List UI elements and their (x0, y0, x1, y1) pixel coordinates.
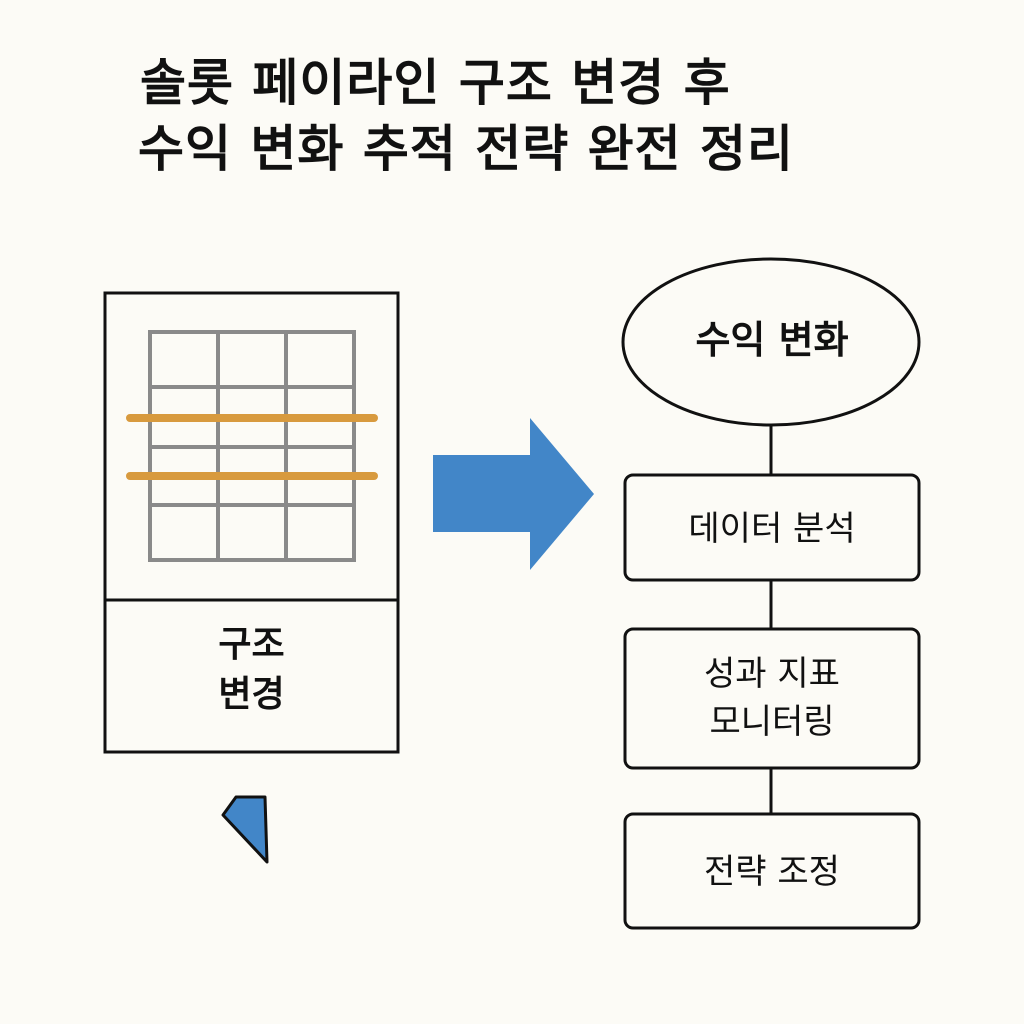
title-line-2: 수익 변화 추적 전략 완전 정리 (138, 120, 795, 178)
flow-top-node (621, 257, 921, 427)
right-arrow-icon (433, 418, 594, 570)
flow-step-line: 데이터 분석 (688, 509, 856, 549)
flow-step-box-strategy-adjust (623, 812, 921, 930)
flow-step-label: 데이터 분석 (625, 505, 919, 553)
title-line-1: 솔롯 페이라인 구조 변경 후 (140, 54, 731, 112)
flow-step-box-data-analysis (623, 473, 921, 582)
flow-step-line: 전략 조정 (704, 852, 840, 892)
structure-label-line-1: 구조 (218, 624, 285, 665)
flow-step-box-kpi-monitoring (623, 627, 921, 770)
page-title: 솔롯 페이라인 구조 변경 후 수익 변화 추적 전략 완전 정리 (138, 50, 1000, 182)
flow-step-label: 성과 지표 모니터링 (625, 650, 919, 746)
flow-step-line: 성과 지표 (704, 654, 840, 694)
flow-step-line: 모니터링 (709, 702, 835, 742)
reel-grid (148, 330, 356, 562)
gem-icon (221, 795, 269, 864)
flow-top-node-label: 수익 변화 (695, 318, 849, 362)
structure-box-frame (103, 291, 400, 754)
structure-box (103, 291, 400, 754)
structure-label-line-2: 변경 (218, 674, 285, 715)
structure-box-label: 구조 변경 (105, 620, 398, 720)
flow-step-label: 전략 조정 (625, 848, 919, 896)
